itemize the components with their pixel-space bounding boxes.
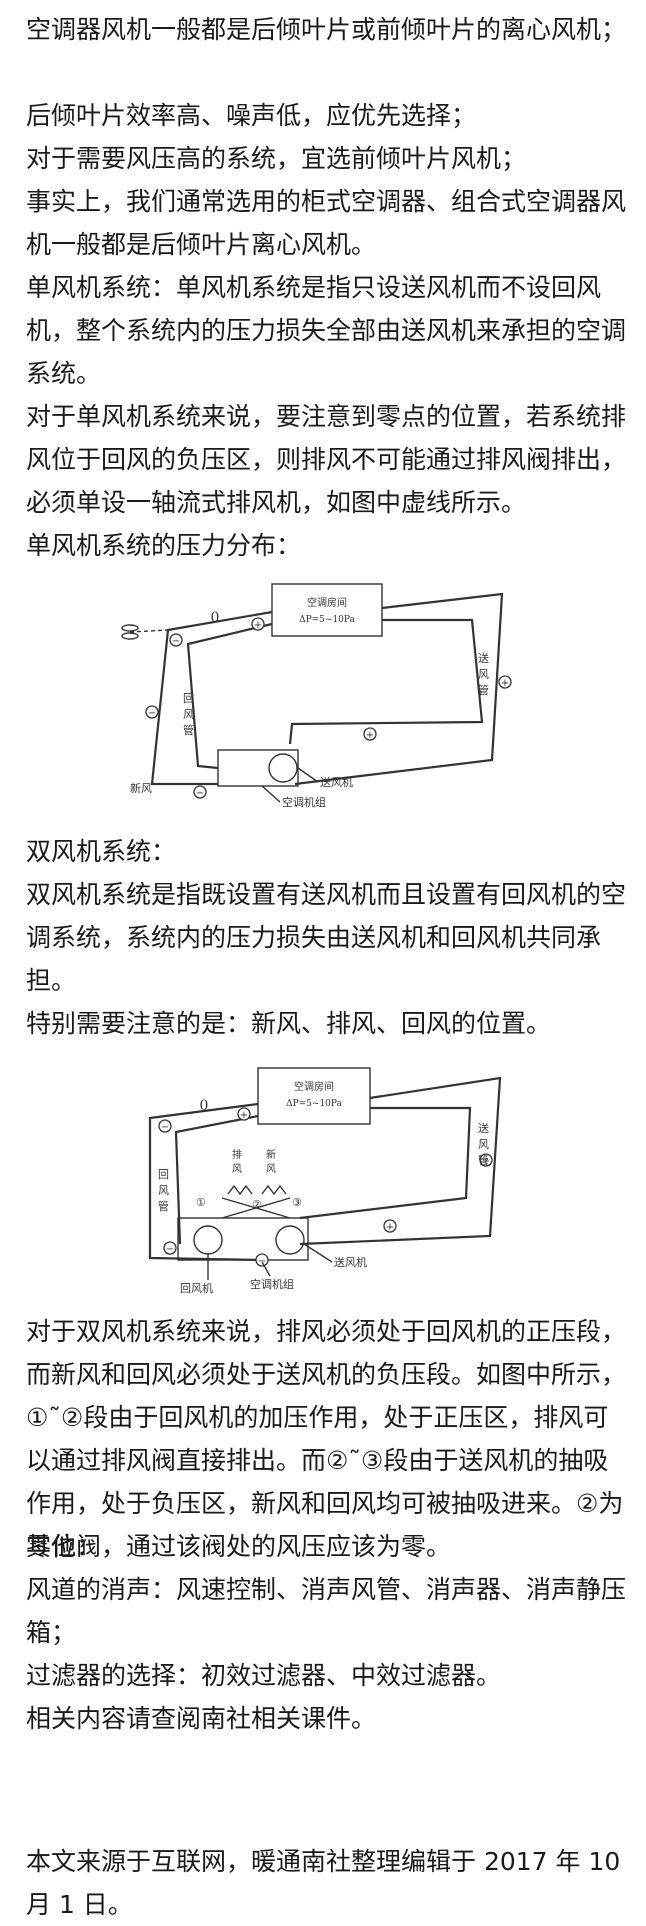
supply-duct-outer — [299, 1076, 502, 1246]
room-pressure-label: ΔP=5~10Pa — [299, 615, 355, 625]
svg-text:−: − — [196, 788, 204, 799]
room-box — [271, 583, 383, 637]
svg-text:−: − — [166, 1244, 174, 1255]
return-duct-inner — [174, 1114, 259, 1245]
svg-text:风: 风 — [266, 1163, 276, 1175]
plus-marker — [251, 617, 265, 631]
svg-text:−: − — [161, 1122, 169, 1133]
supply-fan-icon — [275, 1225, 305, 1255]
axial-fan-icon — [121, 624, 139, 632]
ahu-label: 空调机组 — [282, 795, 326, 809]
intro-paragraph-3: 对于需要风压高的系统，宜选前倾叶片风机； — [26, 144, 527, 173]
plus-marker — [479, 1153, 493, 1167]
return-duct-label: 回 — [158, 1168, 169, 1181]
minus-marker — [163, 1241, 177, 1255]
ahu-box — [177, 1217, 309, 1261]
svg-text:风: 风 — [478, 1138, 489, 1151]
ahu-label: 空调机组 — [250, 1277, 294, 1291]
svg-text:−: − — [258, 1256, 266, 1267]
exhaust-damper — [227, 1184, 253, 1196]
dual-fan-diagram: 空调房间 ΔP=5~10Pa ① ② ③ 排 风 新 风 — [0, 1048, 646, 1298]
minus-marker — [158, 1119, 172, 1133]
intro-paragraph-2: 后倾叶片效率高、噪声低，应优先选择； — [26, 101, 477, 130]
dual-fan-definition: 双风机系统是指既设置有送风机而且设置有回风机的空调系统，系统内的压力损失由送风机… — [26, 880, 627, 995]
return-fan-label: 回风机 — [180, 1281, 213, 1295]
zero-point-label: 0 — [211, 610, 220, 626]
svg-text:风: 风 — [158, 1184, 169, 1197]
supply-fan-icon — [268, 753, 298, 783]
plus-marker — [498, 675, 512, 689]
supply-duct-label: 送 — [478, 651, 489, 665]
return-duct-outer — [148, 1102, 261, 1262]
svg-text:风: 风 — [183, 708, 194, 721]
dual-fan-note: 特别需要注意的是：新风、排风、回风的位置。 — [26, 1009, 552, 1038]
return-duct-inner — [186, 622, 273, 770]
plus-marker — [363, 727, 377, 741]
supply-fan-label: 送风机 — [320, 775, 353, 789]
section-1-label: ① — [196, 1196, 206, 1209]
return-duct-outer — [150, 610, 273, 786]
supply-fan-label: 送风机 — [334, 1255, 367, 1269]
intro-paragraph-1: 空调器风机一般都是后倾叶片或前倾叶片的离心风机； — [26, 15, 627, 44]
supply-duct-inner — [299, 1106, 472, 1220]
plus-marker — [383, 1219, 397, 1233]
section-2-label: ② — [252, 1198, 262, 1211]
supply-duct-outer — [294, 592, 504, 786]
minus-marker — [255, 1253, 269, 1267]
svg-text:管: 管 — [478, 1153, 489, 1167]
source-footer: 本文来源于互联网，暖通南社整理编辑于 2017 年 10 月 1 日。 — [26, 1847, 621, 1919]
fresh-air-damper — [261, 1184, 287, 1196]
return-fan-icon — [193, 1225, 223, 1255]
single-fan-diagram: 空调房间 ΔP=5~10Pa 0 − + − + — [0, 572, 646, 812]
room-label: 空调房间 — [294, 1080, 334, 1093]
related-content-paragraph: 相关内容请查阅南社相关课件。 — [26, 1704, 377, 1733]
minus-marker — [169, 633, 183, 647]
ahu-box — [217, 749, 299, 787]
svg-text:−: − — [172, 636, 180, 647]
others-heading: 其他： — [26, 1532, 102, 1561]
exhaust-label: 排 — [232, 1148, 242, 1161]
intro-paragraph-4: 事实上，我们通常选用的柜式空调器、组合式空调器风机一般都是后倾叶片离心风机。 — [26, 187, 627, 259]
fresh-air-label: 新风 — [130, 781, 152, 795]
svg-text:+: + — [501, 678, 509, 689]
svg-text:管: 管 — [478, 683, 489, 697]
dual-fan-heading: 双风机系统： — [26, 837, 177, 866]
svg-text:风: 风 — [232, 1163, 242, 1175]
room-pressure-label: ΔP=5~10Pa — [286, 1099, 342, 1109]
supply-duct-label: 送 — [478, 1121, 489, 1135]
svg-text:+: + — [254, 620, 262, 631]
plus-marker — [237, 1107, 251, 1121]
single-fan-note: 对于单风机系统来说，要注意到零点的位置，若系统排风位于回风的负压区，则排风不可能… — [26, 402, 627, 517]
minus-marker — [193, 785, 207, 799]
zero-point-label: 0 — [200, 1098, 209, 1114]
minus-marker — [145, 705, 159, 719]
return-duct-label: 回 — [183, 692, 194, 705]
filter-selection-paragraph: 过滤器的选择：初效过滤器、中效过滤器。 — [26, 1661, 502, 1690]
room-box — [257, 1067, 371, 1125]
svg-text:风: 风 — [478, 668, 489, 681]
svg-text:+: + — [366, 730, 374, 741]
svg-text:管: 管 — [183, 723, 194, 737]
supply-duct-inner — [288, 618, 484, 745]
section-3-label: ③ — [292, 1196, 302, 1209]
duct-silencing-paragraph: 风道的消声：风速控制、消声风管、消声器、消声静压箱； — [26, 1575, 627, 1647]
exhaust-dashed-line — [129, 629, 169, 633]
room-label: 空调房间 — [307, 596, 347, 609]
single-fan-pressure-heading: 单风机系统的压力分布： — [26, 531, 302, 560]
fresh-label: 新 — [266, 1148, 276, 1161]
svg-text:+: + — [386, 1222, 394, 1233]
svg-text:+: + — [482, 1156, 490, 1167]
svg-text:管: 管 — [158, 1199, 169, 1213]
dual-fan-explanation: 对于双风机系统来说，排风必须处于回风机的正压段，而新风和回风必须处于送风机的负压… — [26, 1317, 627, 1561]
single-fan-definition: 单风机系统：单风机系统是指只设送风机而不设回风机，整个系统内的压力损失全部由送风… — [26, 273, 627, 388]
svg-text:−: − — [148, 708, 156, 719]
svg-text:+: + — [240, 1110, 248, 1121]
